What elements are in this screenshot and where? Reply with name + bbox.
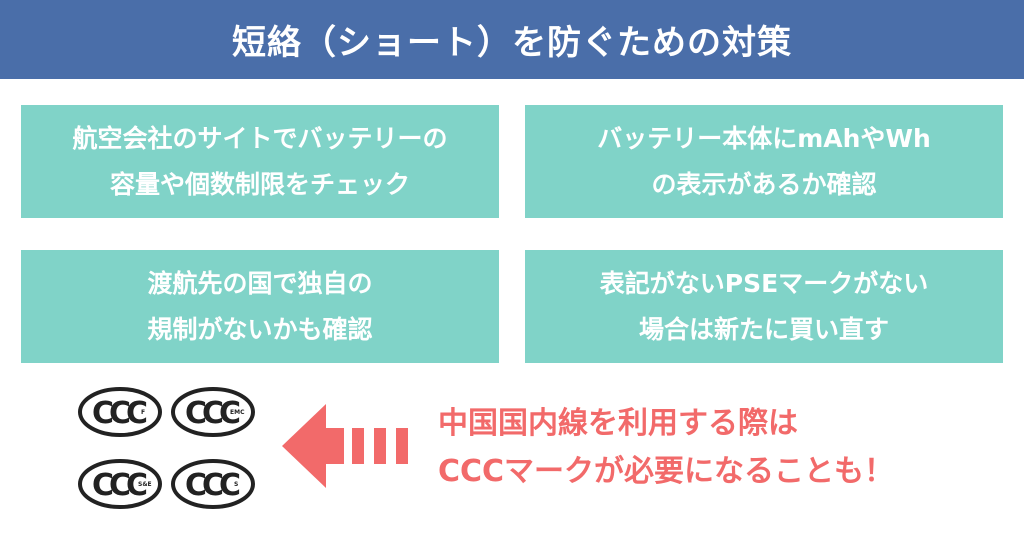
header-banner: 短絡（ショート）を防ぐための対策: [0, 0, 1024, 79]
ccc-notice: 中国国内線を利用する際は CCCマークが必要になることも！: [438, 400, 1018, 496]
ccc-emc-mark-icon: CCC EMC: [171, 387, 255, 437]
ccc-mark-suffix: EMC: [230, 409, 245, 416]
tip-card-line: 場合は新たに買い直す: [638, 314, 889, 344]
notice-line: CCCマークが必要になることも！: [438, 454, 895, 489]
tip-card-line: 規制がないかも確認: [147, 314, 373, 344]
tip-card-line: 表記がないPSEマークがない: [599, 268, 929, 298]
ccc-mark-main: CCC: [185, 396, 240, 431]
tip-card-local-rules: 渡航先の国で独自の 規制がないかも確認: [21, 250, 499, 363]
ccc-se-mark-icon: CCC S&E: [78, 459, 162, 509]
tip-card-line: 渡航先の国で独自の: [147, 268, 373, 298]
ccc-mark-main: CCC: [185, 468, 240, 503]
notice-line: 中国国内線を利用する際は: [438, 406, 798, 441]
ccc-mark-suffix: S: [234, 481, 238, 488]
tip-card-capacity-label: バッテリー本体にmAhやWh の表示があるか確認: [525, 105, 1003, 218]
ccc-mark-suffix: F: [141, 409, 145, 416]
ccc-mark-main: CCC: [92, 468, 147, 503]
tip-card-line: バッテリー本体にmAhやWh: [597, 123, 931, 153]
tip-card-line: 航空会社のサイトでバッテリーの: [72, 123, 448, 153]
ccc-mark-suffix: S&E: [138, 481, 152, 488]
ccc-mark-icon: CCC F: [78, 387, 162, 437]
page-title: 短絡（ショート）を防ぐための対策: [232, 23, 792, 63]
ccc-mark-main: CCC: [92, 396, 147, 431]
tip-card-line: 容量や個数制限をチェック: [109, 169, 410, 199]
arrow-left-icon: [282, 404, 408, 488]
tip-card-line: の表示があるか確認: [651, 169, 877, 199]
tip-card-pse-mark: 表記がないPSEマークがない 場合は新たに買い直す: [525, 250, 1003, 363]
tip-card-airline-check: 航空会社のサイトでバッテリーの 容量や個数制限をチェック: [21, 105, 499, 218]
ccc-s-mark-icon: CCC S: [171, 459, 255, 509]
